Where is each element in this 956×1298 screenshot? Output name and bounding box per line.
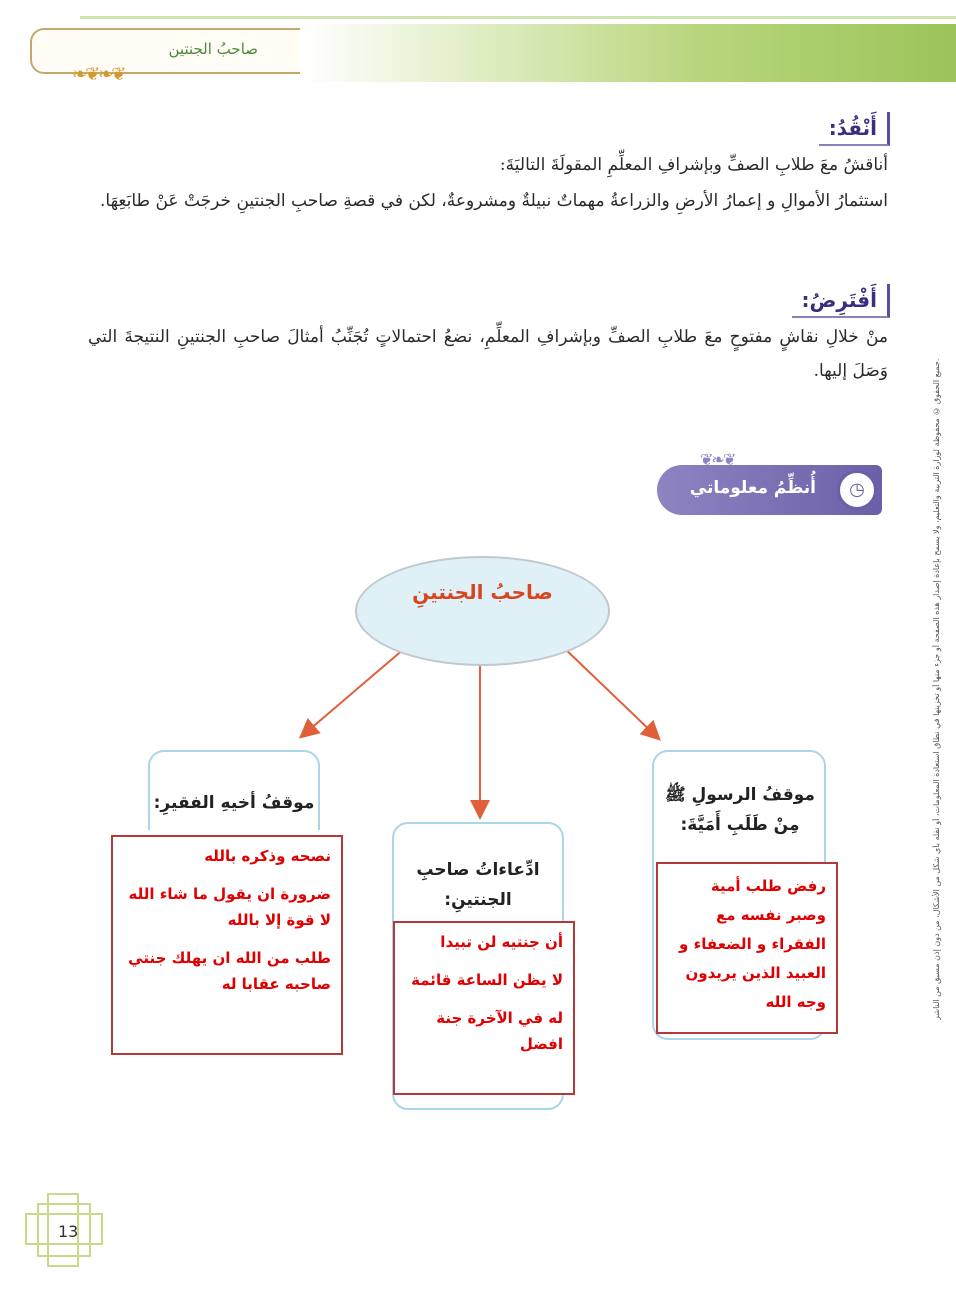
left-card-title: موقفُ أخيهِ الفقيرِ: <box>150 788 318 818</box>
arrow-to-right-card <box>562 646 658 738</box>
answer-line: ضرورة ان يقول ما شاء الله لا قوة إلا بال… <box>123 881 331 933</box>
answer-line: له في الآخرة جنة افضل <box>405 1005 563 1057</box>
page-number: 13 <box>58 1222 78 1241</box>
concept-center-ellipse <box>355 556 610 666</box>
answer-line: نصحه وذكره بالله <box>123 843 331 869</box>
middle-card-answer[interactable]: أن جنتيه لن تبيدا لا يظن الساعة قائمة له… <box>393 921 575 1095</box>
answer-line: طلب من الله ان يهلك جنتي صاحبه عقابا له <box>123 945 331 997</box>
right-card-title: موقفُ الرسولِ ﷺ مِنْ طَلَبِ أَمَيَّةَ: <box>660 780 820 840</box>
answer-line: أن جنتيه لن تبيدا <box>405 929 563 955</box>
answer-line: لا يظن الساعة قائمة <box>405 967 563 993</box>
left-card-answer[interactable]: نصحه وذكره بالله ضرورة ان يقول ما شاء ال… <box>111 835 343 1055</box>
concept-center-label: صاحبُ الجنتينِ <box>380 580 585 604</box>
answer-line: رفض طلب أمية وصبر نفسه مع الفقراء و الضع… <box>668 872 826 1017</box>
right-card-answer[interactable]: رفض طلب أمية وصبر نفسه مع الفقراء و الضع… <box>656 862 838 1034</box>
arrow-to-left-card <box>302 648 405 736</box>
middle-card-title: ادِّعاءاتُ صاحبِ الجنتينِ: <box>398 855 558 915</box>
copyright-note: جميع الحقوق © محفوظة لوزارة التربية والت… <box>932 300 946 1020</box>
